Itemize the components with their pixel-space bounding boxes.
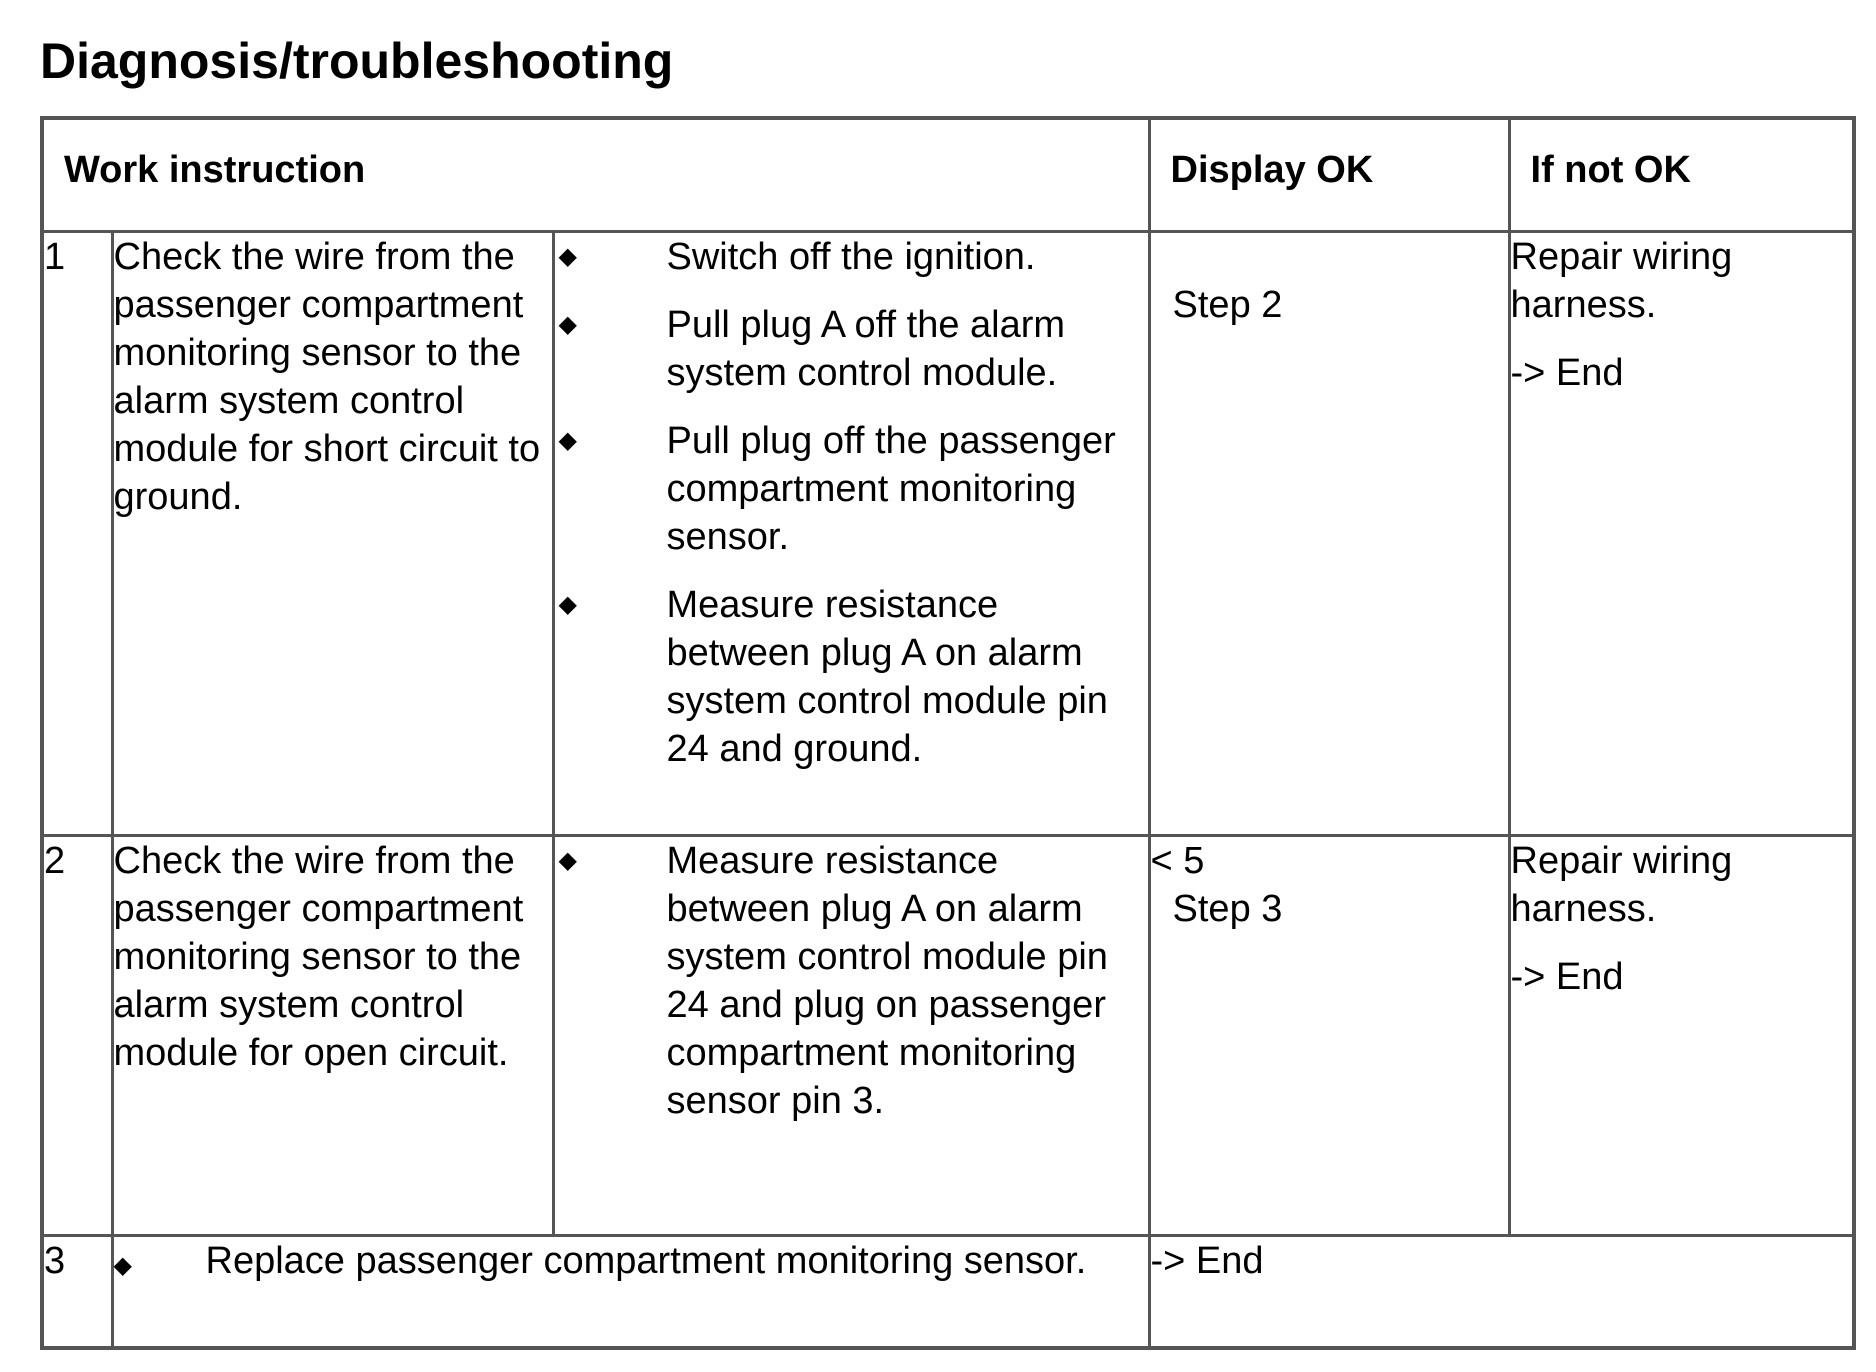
instruction-text: Measure resistance between plug A on ala… (666, 839, 1108, 1122)
page-title: Diagnosis/troubleshooting (40, 33, 674, 89)
if-not-ok-cell: Repair wiring harness. -> End (1507, 833, 1856, 1237)
instruction-text: Switch off the ignition. (666, 235, 1036, 278)
table-row: 1 Check the wire from the passenger comp… (40, 229, 1856, 837)
display-ok-next-step: -> End (1147, 1233, 1856, 1350)
diamond-bullet-icon: ◆ (558, 426, 577, 454)
display-ok-value: < 5 (1150, 839, 1205, 882)
list-item: ◆ Measure resistance between plug A on al… (555, 837, 1148, 1125)
if-not-ok-next-step: -> End (1510, 351, 1624, 394)
step-number: 2 (40, 833, 114, 1237)
step-instructions: ◆ Switch off the ignition. ◆ Pull plug A o… (551, 229, 1151, 837)
if-not-ok-next-step: -> End (1510, 955, 1624, 998)
table-row: 3 ◆ Replace passenger compartment monitor… (40, 1233, 1856, 1350)
instruction-text: Pull plug off the passenger compartment … (666, 419, 1116, 558)
repair-action: Repair wiring harness. (1510, 839, 1733, 930)
step-number: 1 (40, 229, 114, 837)
header-work-instruction: Work instruction (40, 116, 1151, 233)
display-ok-cell: Step 2 (1147, 229, 1511, 837)
list-item: ◆ Measure resistance between plug A on al… (555, 581, 1148, 773)
instruction-text: Replace passenger compartment monitoring… (205, 1239, 1087, 1282)
instruction-text: Pull plug A off the alarm system control… (666, 303, 1066, 394)
diamond-bullet-icon: ◆ (113, 1251, 132, 1279)
list-item: ◆ Pull plug off the passenger compartment… (555, 417, 1148, 561)
instruction-text: Measure resistance between plug A on ala… (666, 583, 1108, 770)
display-ok-next-step: Step 3 (1172, 887, 1283, 930)
diamond-bullet-icon: ◆ (558, 242, 577, 270)
step-description: Check the wire from the passenger compar… (110, 229, 555, 837)
step-description: Check the wire from the passenger compar… (110, 833, 555, 1237)
step-number: 3 (40, 1233, 114, 1350)
header-display-ok: Display OK (1147, 116, 1511, 233)
table-header-row: Work instruction Display OK If not OK (40, 116, 1856, 233)
repair-action: Repair wiring harness. (1510, 235, 1733, 326)
list-item: ◆ Pull plug A off the alarm system contro… (555, 301, 1148, 397)
header-if-not-ok: If not OK (1507, 116, 1856, 233)
diamond-bullet-icon: ◆ (558, 846, 577, 874)
diagnosis-table: Work instruction Display OK If not OK 1 … (40, 116, 1857, 1350)
step-instruction: ◆ Replace passenger compartment monitorin… (110, 1233, 1151, 1350)
display-ok-cell: < 5 Step 3 (1147, 833, 1511, 1237)
diamond-bullet-icon: ◆ (558, 310, 577, 338)
if-not-ok-cell: Repair wiring harness. -> End (1507, 229, 1856, 837)
step-instructions: ◆ Measure resistance between plug A on al… (551, 833, 1151, 1237)
list-item: ◆ Switch off the ignition. (555, 233, 1148, 281)
table-row: 2 Check the wire from the passenger comp… (40, 833, 1856, 1237)
display-ok-next-step: Step 2 (1172, 283, 1283, 326)
diamond-bullet-icon: ◆ (558, 590, 577, 618)
